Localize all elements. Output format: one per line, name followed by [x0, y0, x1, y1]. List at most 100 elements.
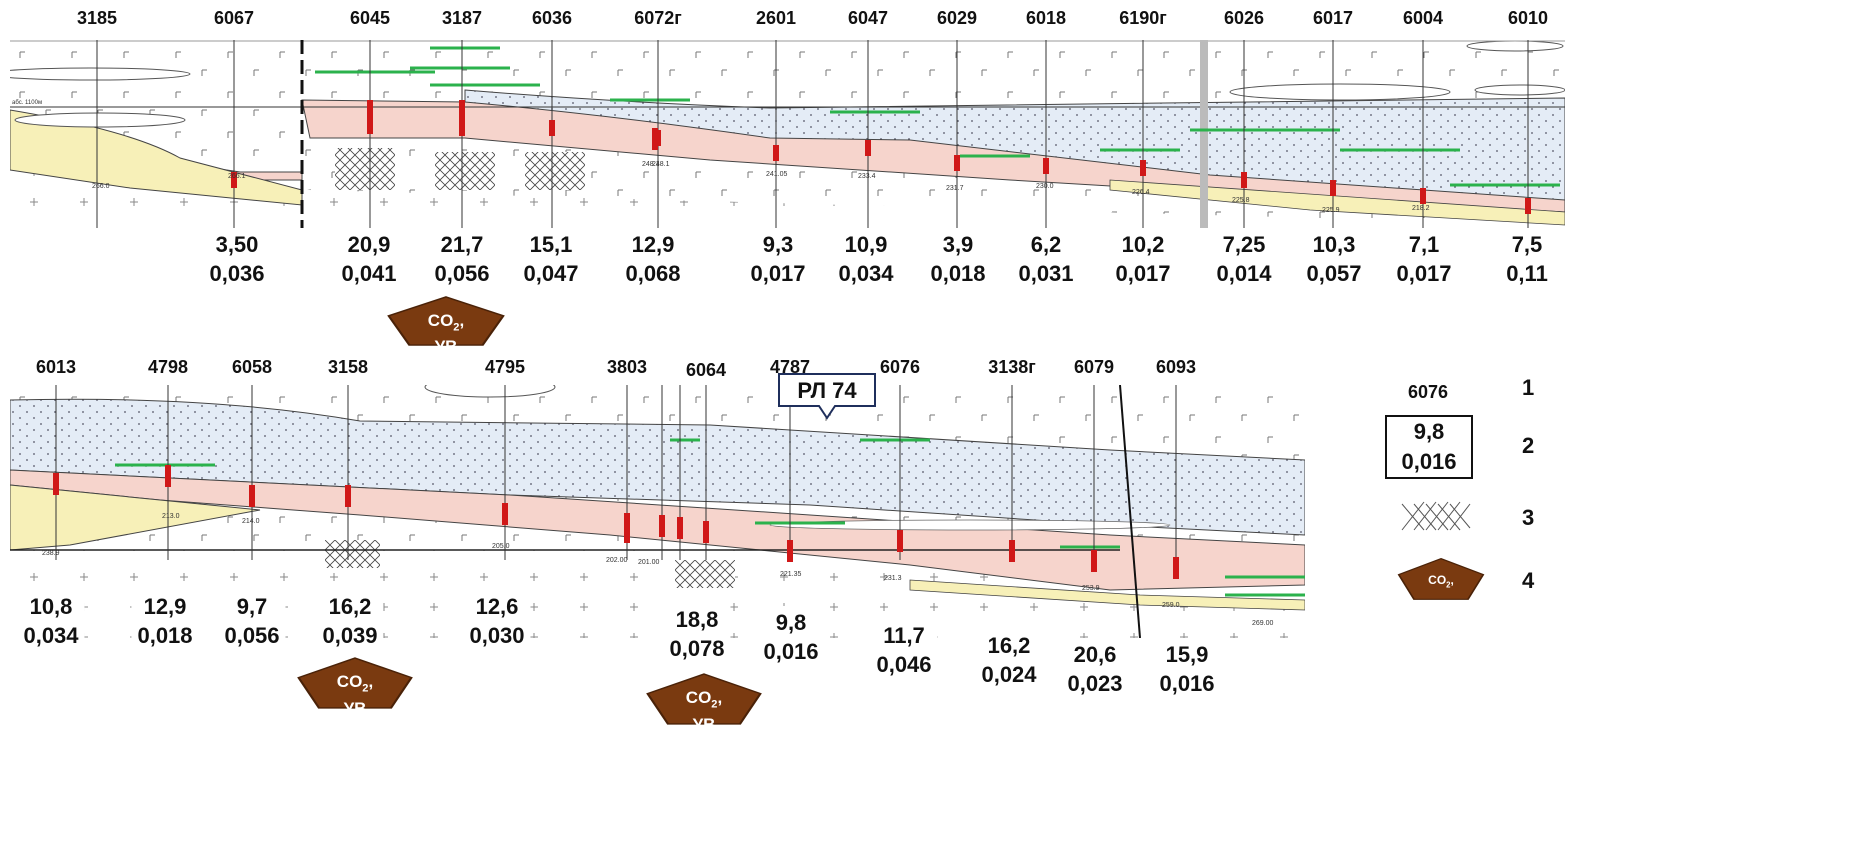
- measurement-a: 20,9: [347, 232, 391, 257]
- top-well-label: 3185: [76, 8, 118, 28]
- measurement-b: 0,068: [625, 261, 681, 286]
- depth-label: 205.0: [492, 543, 510, 550]
- measurement-b: 0,039: [322, 623, 378, 648]
- measurement-b: 0,057: [1306, 261, 1362, 286]
- bottom-well-label: 3803: [606, 357, 648, 377]
- measurement-b: 0,034: [838, 261, 894, 286]
- bottom-well-label: 6058: [231, 357, 273, 377]
- measurement-a: 12,9: [143, 594, 187, 619]
- pentagon-line2: УВ: [1432, 598, 1450, 613]
- top-well-label: 6017: [1312, 8, 1354, 28]
- measurement-b: 0,031: [1018, 261, 1074, 286]
- measurement-a: 9,8: [775, 610, 807, 635]
- measurement-b: 0,018: [930, 261, 986, 286]
- measurement-a: 21,7: [440, 232, 484, 257]
- legend-num-2: 2: [1522, 433, 1535, 458]
- measurement-a: 18,8: [675, 607, 719, 632]
- bottom-well-label: 6093: [1155, 357, 1197, 377]
- measurement-a: 7,25: [1222, 232, 1266, 257]
- measurement-b: 0,016: [1159, 671, 1215, 696]
- scale-note: абс. 1100м: [12, 100, 42, 106]
- measurement-b: 0,016: [763, 639, 819, 664]
- bottom-well-label: 6079: [1073, 357, 1115, 377]
- legend-sample-a: 9,8: [1413, 419, 1445, 444]
- measurement-a: 15,1: [529, 232, 573, 257]
- pentagon-line2: УВ: [343, 698, 367, 718]
- measurement-a: 10,3: [1312, 232, 1356, 257]
- legend-co2-marker: CO2,УВ: [1396, 557, 1486, 613]
- legend-num-1: 1: [1522, 375, 1535, 400]
- top-well-label: 6029: [936, 8, 978, 28]
- depth-label: 248.1: [652, 161, 670, 168]
- legend-num-3: 3: [1522, 505, 1535, 530]
- measurement-a: 6,2: [1030, 232, 1062, 257]
- measurement-b: 0,078: [669, 636, 725, 661]
- bottom-well-label: 4795: [484, 357, 526, 377]
- measurement-b: 0,024: [981, 662, 1037, 687]
- bottom-measurement: 12,9 0,018: [131, 590, 199, 652]
- measurement-a: 10,9: [844, 232, 888, 257]
- bottom-well-label: 6076: [879, 357, 921, 377]
- top-measurement: 12,9 0,068: [625, 230, 680, 288]
- pentagon-line2: УВ: [692, 714, 716, 734]
- legend-sample-b: 0,016: [1401, 449, 1457, 474]
- top-well-label: 6067: [213, 8, 255, 28]
- measurement-b: 0,018: [137, 623, 193, 648]
- top-well-label: 6004: [1402, 8, 1444, 28]
- measurement-a: 12,9: [631, 232, 675, 257]
- bottom-well-label: 3138г: [988, 357, 1036, 377]
- pentagon-line1: CO2,: [336, 672, 374, 695]
- co2-hydrocarbon-marker: CO2, УВ: [385, 295, 507, 356]
- legend-hatch-swatch: [1398, 500, 1474, 532]
- measurement-b: 0,023: [1067, 671, 1123, 696]
- measurement-a: 16,2: [328, 594, 372, 619]
- bottom-well-label: 6013: [35, 357, 77, 377]
- measurement-a: 12,6: [475, 594, 519, 619]
- depth-label: 201.00: [638, 559, 660, 566]
- measurement-a: 9,3: [762, 232, 794, 257]
- pentagon-line1: CO2,: [427, 310, 465, 333]
- top-well-label: 6045: [349, 8, 391, 28]
- bottom-well-label: 3158: [327, 357, 369, 377]
- depth-label: 269.00: [1252, 620, 1274, 627]
- measurement-a: 10,2: [1121, 232, 1165, 257]
- depth-label: 259.0: [1162, 602, 1180, 609]
- measurement-a: 16,2: [987, 633, 1031, 658]
- top-well-label: 3187: [441, 8, 483, 28]
- pentagon-line2: УВ: [434, 336, 458, 356]
- depth-label: 248.1: [642, 161, 660, 168]
- measurement-b: 0,017: [1115, 261, 1171, 286]
- depth-label: 253.9: [1082, 585, 1100, 592]
- depth-label: 266.0: [92, 183, 110, 190]
- depth-label: 225.9: [1322, 207, 1340, 214]
- bottom-well-label: 6064: [685, 360, 727, 380]
- measurement-b: 0,017: [750, 261, 806, 286]
- measurement-a: 3,50: [215, 232, 259, 257]
- measurement-a: 10,8: [29, 594, 73, 619]
- depth-label: 241.05: [766, 171, 788, 178]
- rl-74-callout: РЛ 74: [777, 372, 877, 422]
- depth-label: 225.8: [1232, 197, 1250, 204]
- measurement-a: 15,9: [1165, 642, 1209, 667]
- top-measurement: 9,3 0,017: [750, 230, 805, 288]
- measurement-b: 0,017: [1396, 261, 1452, 286]
- depth-label: 231.7: [946, 185, 964, 192]
- depth-label: 213.0: [162, 513, 180, 520]
- bottom-measurement: 9,8 0,016: [757, 606, 825, 668]
- measurement-b: 0,046: [876, 652, 932, 677]
